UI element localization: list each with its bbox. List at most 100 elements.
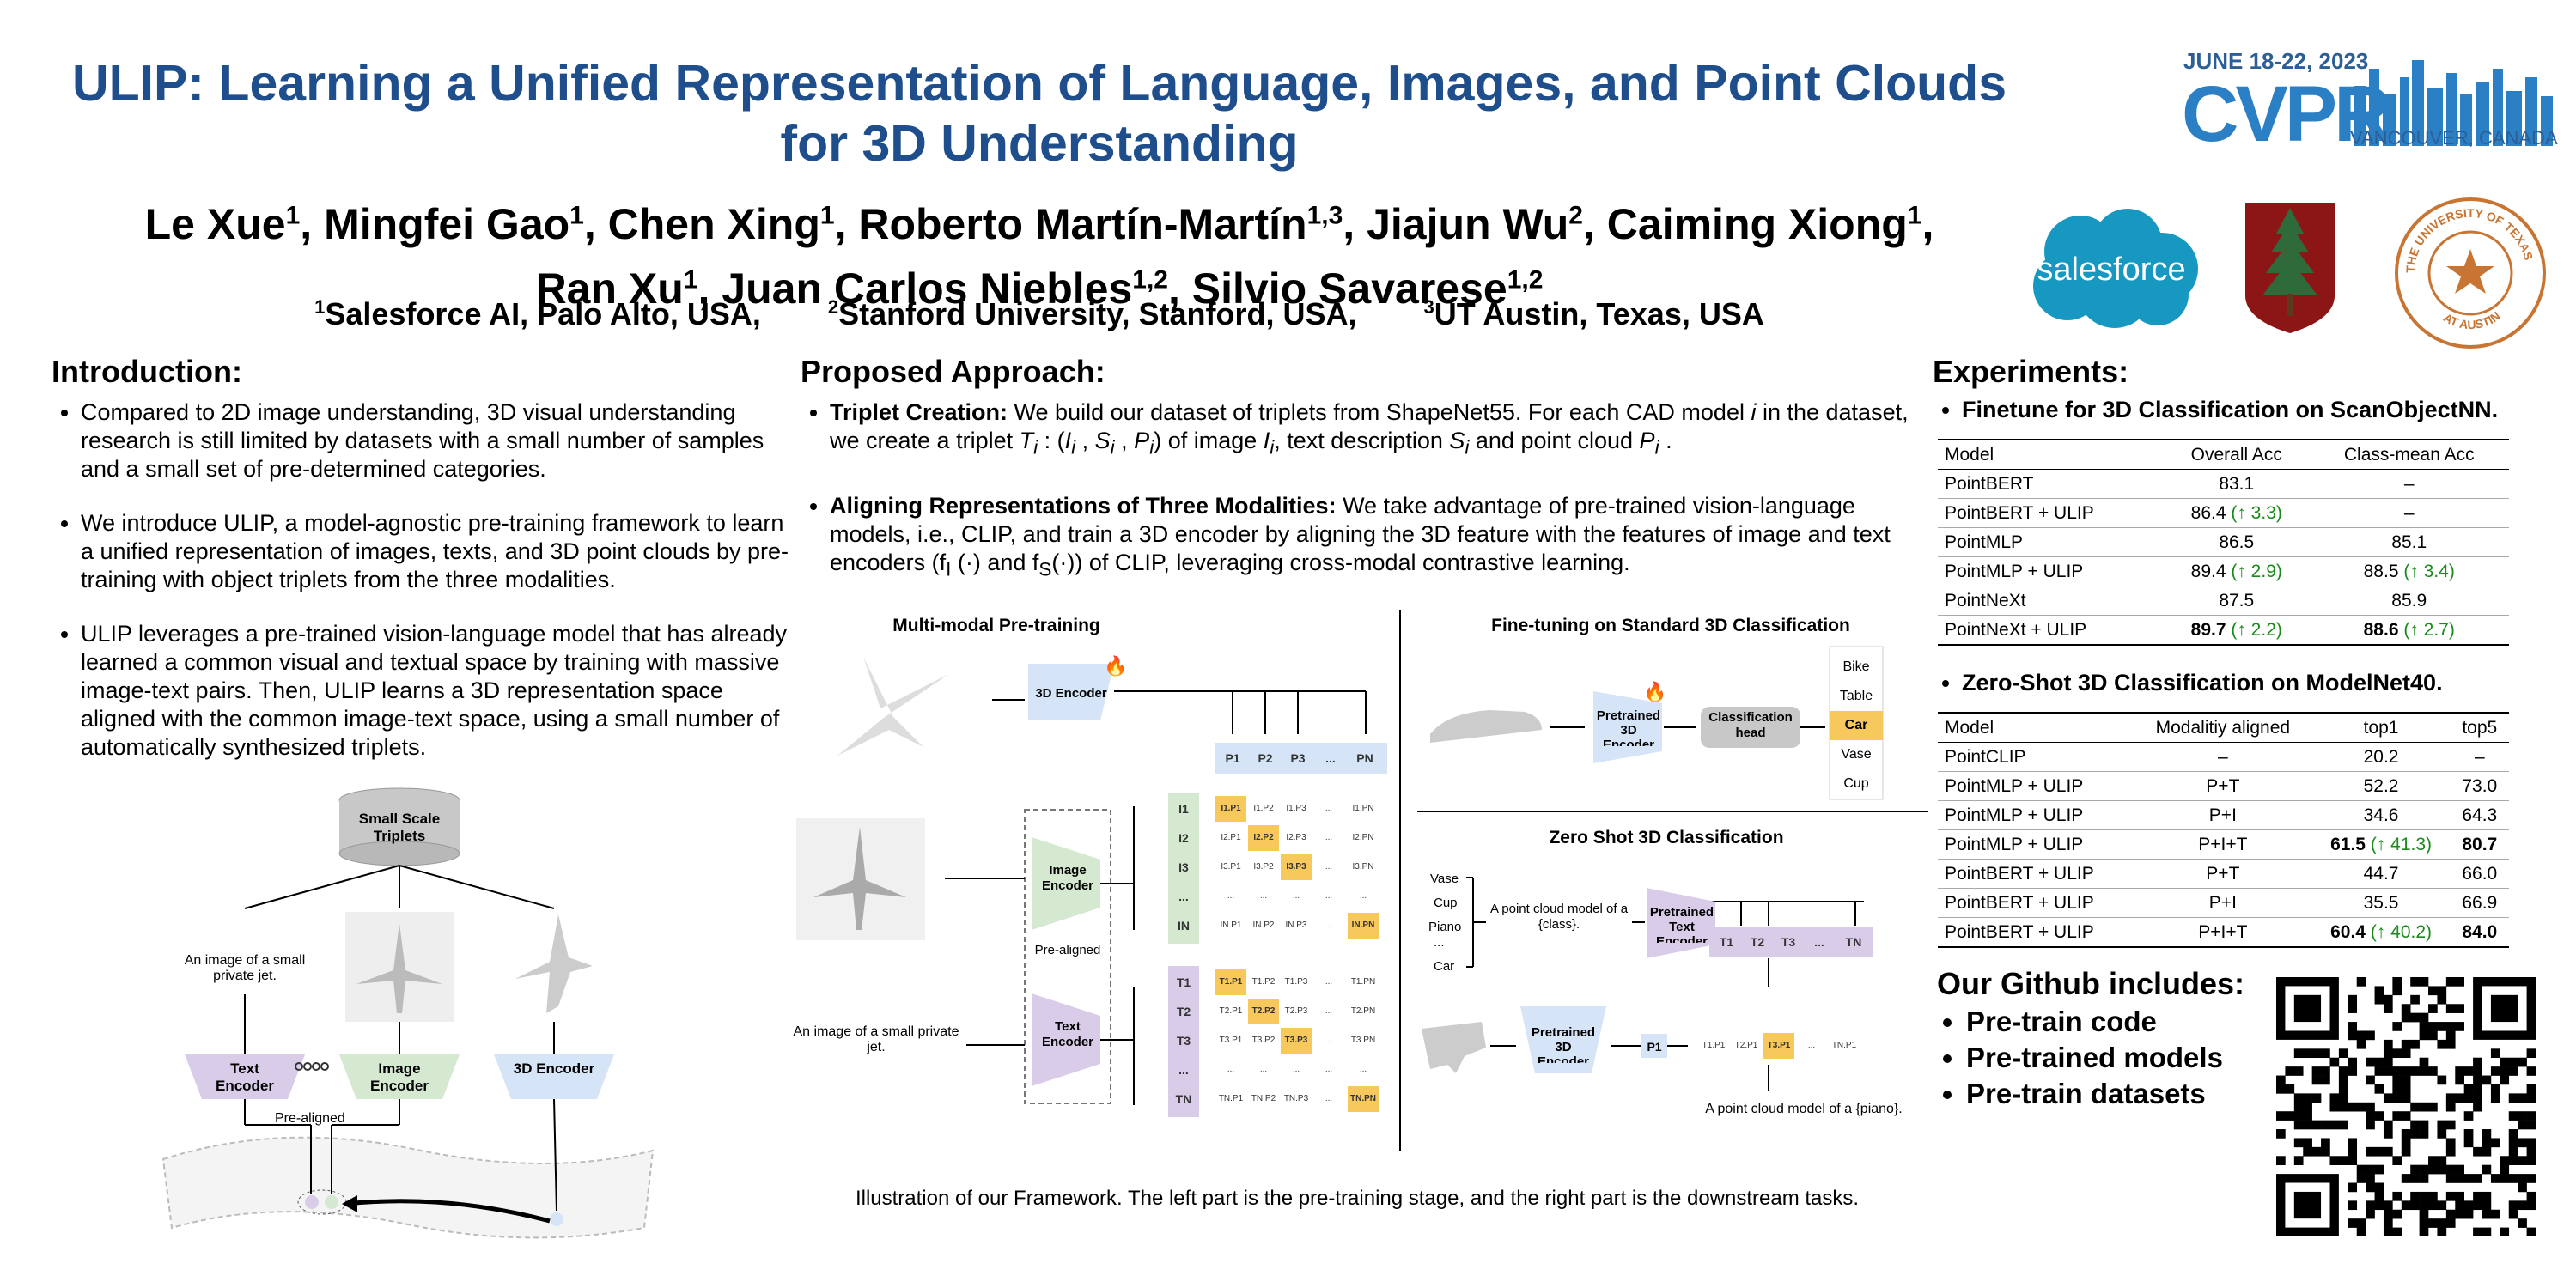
- class-label: Bike: [1842, 659, 1870, 674]
- approach-section: Proposed Approach: Triplet Creation: We …: [801, 354, 1917, 610]
- p-label: P3: [1290, 751, 1306, 765]
- author: Caiming Xiong1: [1606, 199, 1922, 248]
- similarity-cell: ...: [1227, 891, 1235, 901]
- pretrain-image-encoder: Image Encoder: [1041, 863, 1093, 893]
- cvpr-name: CVPR: [2182, 70, 2390, 158]
- zs-result: A point cloud model of a {piano}.: [1705, 1102, 1903, 1116]
- author: Ran Xu1: [535, 264, 698, 313]
- similarity-cell: ...: [1359, 891, 1367, 901]
- github-qr-code[interactable]: [2276, 977, 2536, 1237]
- similarity-cell: I3.P1: [1221, 862, 1241, 872]
- similarity-cell: T2.P1: [1219, 1006, 1243, 1016]
- similarity-cell: ...: [1325, 862, 1333, 872]
- image-encoder: Image Encoder: [369, 1060, 429, 1094]
- similarity-cell: I1.P3: [1286, 804, 1306, 813]
- poster-title: ULIP: Learning a Unified Representation …: [71, 55, 2007, 172]
- affiliation: 3UT Austin, Texas, USA: [1423, 296, 1764, 331]
- zs-sim: T2.P1: [1734, 1041, 1758, 1050]
- zs-p1: P1: [1647, 1040, 1661, 1054]
- p-label: ...: [1325, 751, 1336, 765]
- p-feature-row: [1215, 743, 1387, 774]
- table-header: Model Modalitiy aligned top1 top5: [1938, 713, 2509, 743]
- list-item: Triplet Creation: We build our dataset o…: [830, 398, 1917, 461]
- finetune-encoder: Pretrained 3D Encoder: [1596, 708, 1661, 746]
- similarity-cell: I2.P1: [1221, 833, 1241, 842]
- zs-t-label: ...: [1814, 935, 1824, 949]
- caption-text: An image of a small private jet.: [184, 953, 306, 983]
- github-heading: Our Github includes:: [1937, 966, 2244, 1001]
- zeroshot-title: Zero Shot 3D Classification: [1549, 828, 1783, 848]
- zs-sim: TN.P1: [1831, 1041, 1857, 1050]
- intro-bullets: Compared to 2D image understanding, 3D v…: [52, 398, 790, 762]
- pretrain-text-encoder: Text Encoder: [1041, 1019, 1093, 1049]
- similarity-cell: T2.PN: [1350, 1006, 1376, 1016]
- cvpr-place: VANCOUVER, CANADA: [2350, 127, 2558, 149]
- similarity-cell: TN.P2: [1251, 1094, 1276, 1103]
- similarity-cell: T1.PN: [1350, 977, 1376, 987]
- list-item: Aligning Representations of Three Modali…: [830, 492, 1917, 583]
- similarity-cell: ...: [1325, 920, 1333, 930]
- similarity-cell: I2.P2: [1248, 825, 1279, 851]
- similarity-cell: T1.P3: [1284, 977, 1308, 987]
- similarity-cell: T3.P3: [1281, 1028, 1312, 1054]
- t-feature-col: [1168, 966, 1199, 1117]
- finetune-heading: Finetune for 3D Classification on ScanOb…: [1962, 397, 2534, 423]
- list-item: Compared to 2D image understanding, 3D v…: [81, 398, 790, 483]
- list-item: We introduce ULIP, a model-agnostic pre-…: [81, 509, 790, 594]
- similarity-cell: ...: [1359, 1065, 1367, 1074]
- list-item: Pre-train datasets: [1966, 1076, 2272, 1112]
- i-label: I1: [1178, 802, 1189, 816]
- similarity-cell: ...: [1292, 1065, 1300, 1074]
- similarity-cell: ...: [1325, 804, 1333, 813]
- affiliations: 1Salesforce AI, Palo Alto, USA, 2Stanfor…: [52, 296, 2027, 332]
- zs-prompt: A point cloud model of a {class}.: [1489, 902, 1629, 932]
- similarity-cell: TN.P1: [1218, 1094, 1244, 1103]
- similarity-cell: ...: [1325, 833, 1333, 842]
- affiliation: 2Stanford University, Stanford, USA,: [827, 296, 1357, 331]
- zs-sim: T1.P1: [1702, 1041, 1726, 1050]
- prealigned-label: Pre-aligned: [275, 1111, 345, 1126]
- i-label: ...: [1178, 890, 1189, 903]
- zs-class: Car: [1434, 959, 1454, 974]
- pretrain-caption: An image of a small private jet.: [793, 1024, 959, 1054]
- intro-section: Introduction: Compared to 2D image under…: [52, 354, 790, 787]
- svg-text:🔥: 🔥: [1643, 681, 1666, 702]
- similarity-cell: I1.PN: [1352, 804, 1374, 813]
- similarity-cell: T1.P2: [1251, 977, 1276, 987]
- similarity-cell: I2.PN: [1352, 833, 1374, 842]
- similarity-cell: T3.P1: [1219, 1036, 1243, 1045]
- similarity-cell: TN.P3: [1283, 1094, 1309, 1103]
- approach-heading: Proposed Approach:: [801, 354, 1105, 389]
- experiments-section: Experiments: Finetune for 3D Classificat…: [1933, 354, 2534, 948]
- zs-text-encoder: Pretrained Text Encoder: [1649, 905, 1714, 943]
- svg-text:AT AUSTIN: AT AUSTIN: [2441, 308, 2502, 331]
- t-label: ...: [1178, 1063, 1189, 1077]
- similarity-cell: ...: [1325, 977, 1333, 987]
- similarity-cell: I1.P1: [1215, 796, 1246, 822]
- similarity-cell: I3.PN: [1352, 862, 1374, 872]
- zs-t-label: TN: [1845, 935, 1862, 949]
- list-item: ULIP leverages a pre-trained vision-lang…: [81, 620, 790, 762]
- zeroshot-table: Model Modalitiy aligned top1 top5 PointC…: [1938, 712, 2509, 948]
- zs-t-label: T1: [1719, 935, 1734, 949]
- cvpr-logo: JUNE 18-22, 2023 CVPR VANCOUVER, CANADA: [2182, 34, 2560, 163]
- affiliation: 1Salesforce AI, Palo Alto, USA,: [314, 296, 761, 331]
- i-label: I2: [1178, 831, 1189, 845]
- framework-diagram: Multi-modal Pre-training 3D Encoder Imag…: [786, 605, 1928, 1155]
- similarity-cell: ...: [1227, 1065, 1235, 1074]
- class-label: Vase: [1841, 747, 1872, 762]
- salesforce-logo: salesforce: [2020, 204, 2202, 331]
- pretrain-3d-encoder: 3D Encoder: [1035, 686, 1107, 701]
- similarity-cell: I3.P3: [1281, 854, 1312, 880]
- similarity-cell: ...: [1259, 1065, 1268, 1074]
- svg-text:salesforce: salesforce: [2037, 252, 2185, 288]
- similarity-cell: T2.P2: [1248, 999, 1279, 1024]
- similarity-cell: I3.P2: [1253, 862, 1274, 872]
